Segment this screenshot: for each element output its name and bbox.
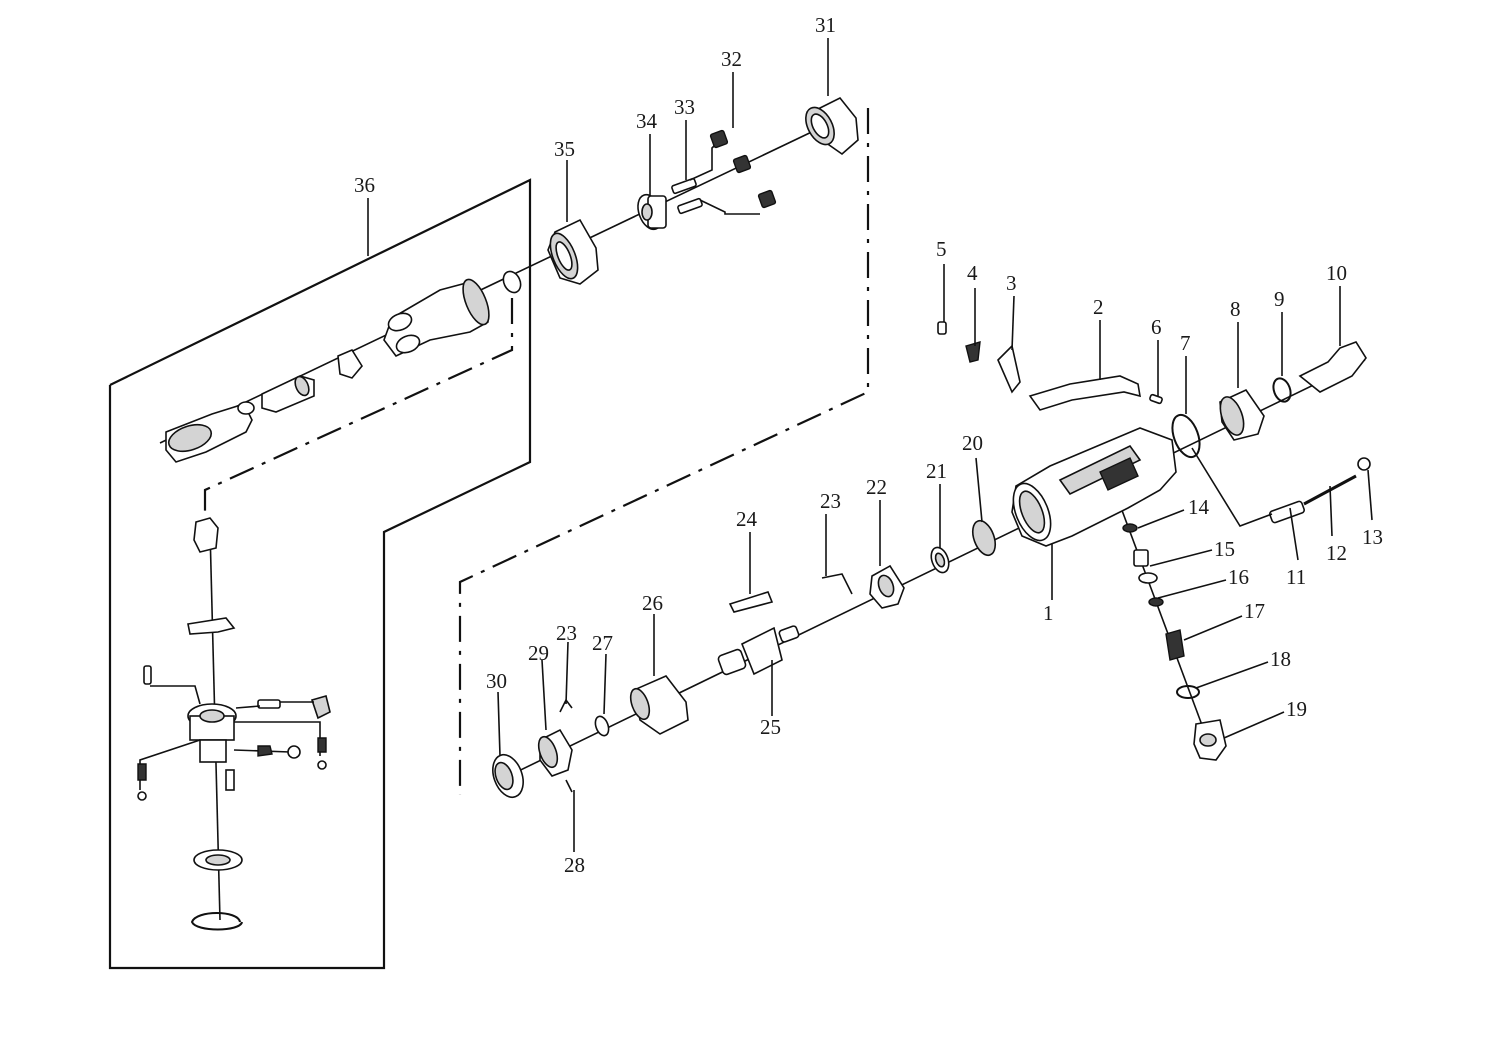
label-22: 22 bbox=[866, 475, 887, 499]
label-1: 1 bbox=[1043, 601, 1054, 625]
part-15-valve-seat bbox=[1133, 549, 1158, 584]
label-13: 13 bbox=[1362, 525, 1383, 549]
part-8-end-cap bbox=[1219, 388, 1265, 441]
label-23-upper: 23 bbox=[820, 489, 841, 513]
head-retaining-clip bbox=[190, 912, 243, 931]
ratchet-yoke-housing bbox=[383, 278, 490, 358]
label-26: 26 bbox=[642, 591, 663, 615]
label-34: 34 bbox=[636, 109, 658, 133]
part-32-springs bbox=[709, 129, 777, 209]
part-14-oring bbox=[1122, 523, 1138, 533]
label-3: 3 bbox=[1006, 271, 1017, 295]
part-2-trigger bbox=[1028, 375, 1141, 411]
part-4-spring bbox=[965, 341, 981, 363]
label-10: 10 bbox=[1326, 261, 1347, 285]
part-21-bearing bbox=[930, 546, 950, 574]
label-32: 32 bbox=[721, 47, 742, 71]
label-19: 19 bbox=[1286, 697, 1307, 721]
label-24: 24 bbox=[736, 507, 758, 531]
part-7-gasket bbox=[1171, 413, 1201, 459]
part-24-rotor-blade bbox=[728, 591, 774, 613]
ratchet-head-yoke bbox=[165, 401, 255, 463]
label-28: 28 bbox=[564, 853, 585, 877]
part-20-gasket bbox=[971, 519, 997, 557]
part-6-pin bbox=[1149, 393, 1163, 405]
part-11-valve-stem bbox=[1191, 447, 1305, 527]
part-30-bearing bbox=[492, 753, 524, 799]
part-33-pins bbox=[671, 141, 760, 215]
part-23-dowel-pin-upper bbox=[821, 573, 853, 595]
label-27: 27 bbox=[592, 631, 613, 655]
label-31: 31 bbox=[815, 13, 836, 37]
label-11: 11 bbox=[1286, 565, 1306, 589]
dashed-link-lower bbox=[458, 108, 870, 795]
part-16-oring bbox=[1148, 597, 1164, 607]
label-8: 8 bbox=[1230, 297, 1241, 321]
label-5: 5 bbox=[936, 237, 947, 261]
part-19-reverse-valve bbox=[1193, 719, 1227, 761]
label-15: 15 bbox=[1214, 537, 1235, 561]
anvil-drive bbox=[193, 517, 219, 553]
head-thrust-washer bbox=[193, 849, 243, 871]
label-16: 16 bbox=[1228, 565, 1249, 589]
label-33: 33 bbox=[674, 95, 695, 119]
part-35-hex-ring bbox=[547, 218, 599, 285]
label-14: 14 bbox=[1188, 495, 1210, 519]
part-29-end-plate bbox=[537, 728, 573, 777]
part-28-pin bbox=[565, 779, 573, 793]
head-assembly-boundary bbox=[108, 178, 532, 970]
head-washer bbox=[502, 270, 522, 294]
part-1-housing bbox=[1011, 427, 1177, 547]
upper-axis-line bbox=[159, 127, 821, 444]
valve-axis-line bbox=[1119, 504, 1216, 761]
label-4: 4 bbox=[967, 261, 978, 285]
label-2: 2 bbox=[1093, 295, 1104, 319]
label-35: 35 bbox=[554, 137, 575, 161]
label-17: 17 bbox=[1244, 599, 1265, 623]
part-5-pin bbox=[937, 321, 947, 335]
part-13-cap bbox=[1357, 457, 1371, 471]
part-31-needle-bearing bbox=[805, 96, 859, 156]
label-7: 7 bbox=[1180, 331, 1191, 355]
label-21: 21 bbox=[926, 459, 947, 483]
label-6: 6 bbox=[1151, 315, 1162, 339]
part-34-clutch-plate bbox=[637, 193, 667, 231]
part-22-front-plate bbox=[869, 564, 905, 609]
head-side-pins bbox=[137, 665, 331, 801]
part-number-labels: 1 2 3 4 5 6 7 8 9 10 11 12 13 14 15 16 1… bbox=[354, 13, 1383, 877]
part-25-rotor bbox=[717, 625, 800, 676]
label-18: 18 bbox=[1270, 647, 1291, 671]
label-20: 20 bbox=[962, 431, 983, 455]
part-26-cylinder bbox=[629, 675, 689, 735]
head-cap bbox=[187, 617, 236, 635]
label-29: 29 bbox=[528, 641, 549, 665]
ratchet-gear-body bbox=[187, 703, 237, 763]
label-9: 9 bbox=[1274, 287, 1285, 311]
label-23-lower: 23 bbox=[556, 621, 577, 645]
part-3-lever bbox=[997, 344, 1021, 394]
label-25: 25 bbox=[760, 715, 781, 739]
label-30: 30 bbox=[486, 669, 507, 693]
part-27-washer bbox=[594, 715, 610, 737]
dashed-link-upper bbox=[203, 298, 514, 520]
head-bushing bbox=[337, 348, 363, 379]
part-18-oring bbox=[1176, 685, 1200, 699]
part-17-spring bbox=[1165, 629, 1185, 661]
crank-shaft bbox=[261, 375, 315, 413]
part-10-air-inlet bbox=[1298, 341, 1367, 393]
label-36: 36 bbox=[354, 173, 375, 197]
part-9-oring bbox=[1272, 377, 1292, 403]
leader-lines bbox=[497, 38, 1373, 852]
label-12: 12 bbox=[1326, 541, 1347, 565]
